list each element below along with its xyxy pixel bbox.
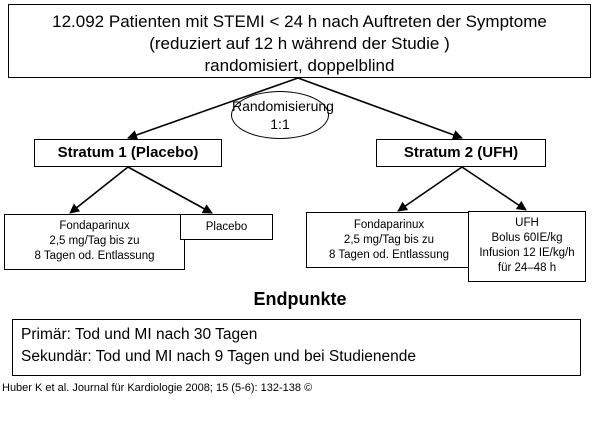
enrollment-box: 12.092 Patienten mit STEMI < 24 h nach A…	[8, 4, 591, 78]
arrow-s1-placebo	[127, 166, 213, 214]
stratum-2-fondaparinux-box: Fondaparinux 2,5 mg/Tag bis zu 8 Tagen o…	[306, 212, 472, 268]
secondary-endpoint: Sekundär: Tod und MI nach 9 Tagen und be…	[21, 348, 416, 365]
primary-endpoint: Primär: Tod und MI nach 30 Tagen	[21, 326, 258, 343]
s1-fonda-line-2: 2,5 mg/Tag bis zu	[49, 235, 140, 247]
s2-ufh-line-2: Bolus 60IE/kg	[491, 232, 563, 244]
randomization-label: Randomisierung	[232, 98, 334, 114]
s1-fonda-line-3: 8 Tagen od. Entlassung	[34, 250, 155, 262]
citation: Huber K et al. Journal für Kardiologie 2…	[2, 382, 313, 394]
randomization-ellipse: Randomisierung 1:1	[231, 91, 334, 139]
stratum-2-box: Stratum 2 (UFH)	[376, 139, 546, 167]
s2-fonda-line-1: Fondaparinux	[353, 219, 425, 231]
enrollment-line-1: 12.092 Patienten mit STEMI < 24 h nach A…	[52, 12, 547, 31]
s1-fonda-line-1: Fondaparinux	[59, 220, 130, 232]
s2-fonda-line-2: 2,5 mg/Tag bis zu	[343, 234, 435, 246]
s2-fonda-line-3: 8 Tagen od. Entlassung	[329, 249, 449, 261]
enrollment-line-3: randomisiert, doppelblind	[204, 56, 395, 75]
endpoints-box: Primär: Tod und MI nach 30 Tagen Sekundä…	[12, 319, 581, 376]
stratum-1-box: Stratum 1 (Placebo)	[34, 139, 222, 167]
randomization-ratio: 1:1	[270, 116, 290, 132]
arrow-s2-ufh	[461, 166, 527, 211]
enrollment-line-2: (reduziert auf 12 h während der Studie )	[149, 34, 450, 53]
s2-ufh-line-4: für 24–48 h	[497, 262, 557, 274]
stratum-1-placebo-box: Placebo	[180, 214, 273, 240]
s2-ufh-line-3: Infusion 12 IE/kg/h	[479, 247, 575, 259]
arrow-s1-fondaparinux	[69, 166, 129, 214]
endpoints-title: Endpunkte	[253, 289, 347, 309]
stratum-2-ufh-box: UFH Bolus 60IE/kg Infusion 12 IE/kg/h fü…	[468, 211, 586, 282]
s2-ufh-line-1: UFH	[515, 217, 539, 229]
arrow-s2-fondaparinux	[397, 166, 463, 212]
stratum-1-fondaparinux-box: Fondaparinux 2,5 mg/Tag bis zu 8 Tagen o…	[4, 214, 185, 270]
